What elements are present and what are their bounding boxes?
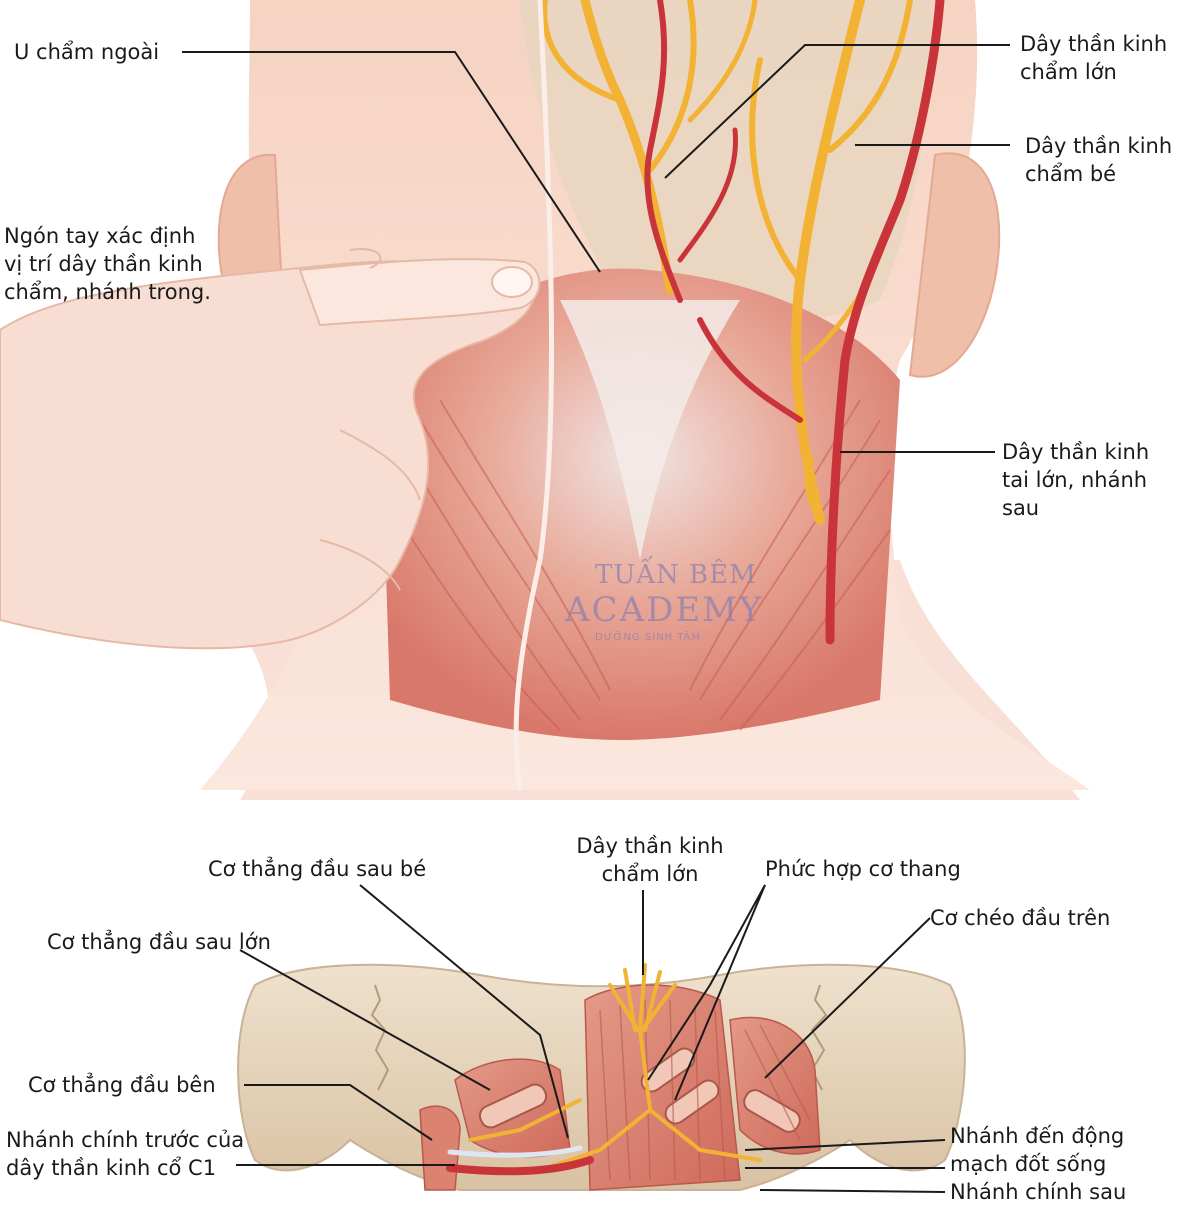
suboccipital-nerves: [468, 963, 762, 1172]
head-neck-illustration: [0, 0, 1090, 800]
leader-tk-cham-lon-top: [664, 44, 1010, 179]
right-ear: [908, 152, 1001, 378]
leader-nhanh-den-dong-mach: [744, 1139, 946, 1151]
tendon-center: [560, 300, 740, 560]
midline: [513, 0, 555, 791]
label-nhanh-den-dong-mach: Nhánh đến động mạch đốt sống: [950, 1124, 1125, 1176]
label-nhanh-chinh-sau: Nhánh chính sau: [950, 1180, 1127, 1204]
vertebral-artery: [446, 1156, 594, 1176]
leader-phuc-hop-2: [674, 884, 766, 1101]
hand-palm: [0, 260, 536, 650]
suboccipital-illustration: [237, 963, 966, 1191]
leader-co-thang-dau-ben: [244, 1084, 433, 1141]
hand: [0, 248, 541, 650]
leader-co-thang-dau-sau-be: [359, 884, 569, 1139]
label-co-thang-dau-sau-lon: Cơ thẳng đầu sau lớn: [47, 930, 271, 954]
label-nhanh-chinh-truoc: Nhánh chính trước của dây thần kinh cổ C…: [6, 1128, 245, 1180]
label-phuc-hop-co-thang: Phức hợp cơ thang: [765, 857, 961, 881]
leader-co-thang-dau-sau-lon: [239, 949, 491, 1091]
label-co-thang-dau-ben: Cơ thẳng đầu bên: [28, 1073, 216, 1097]
left-lateral: [419, 1105, 461, 1191]
label-u-cham-ngoai: U chẩm ngoài: [14, 40, 160, 64]
label-tk-cham-lon-bottom: Dây thần kinh chẩm lớn: [576, 834, 724, 886]
leader-co-cheo-dau-tren: [764, 917, 931, 1079]
label-tk-tai-lon: Dây thần kinh tai lớn, nhánh sau: [1002, 440, 1150, 520]
label-co-thang-dau-sau-be: Cơ thẳng đầu sau bé: [208, 857, 427, 881]
trapezius-fibers: [399, 399, 891, 731]
skull-exposed: [520, 0, 931, 323]
cut-tendons: [478, 1047, 801, 1133]
label-ngon-tay: Ngón tay xác định vị trí dây thần kinh c…: [4, 224, 211, 304]
leader-nhanh-chinh-sau: [759, 1189, 946, 1193]
leader-lines: [182, 44, 1010, 1193]
label-tk-cham-be: Dây thần kinh chẩm bé: [1025, 134, 1173, 186]
leader-phuc-hop-1: [647, 884, 766, 1081]
occipital-artery: [644, 0, 945, 645]
label-co-cheo-dau-tren: Cơ chéo đầu trên: [930, 906, 1111, 930]
label-tk-cham-lon-top: Dây thần kinh chẩm lớn: [1020, 32, 1168, 84]
index-finger: [298, 258, 541, 327]
leader-u-cham-ngoai: [182, 51, 601, 273]
fingernail: [491, 266, 533, 298]
